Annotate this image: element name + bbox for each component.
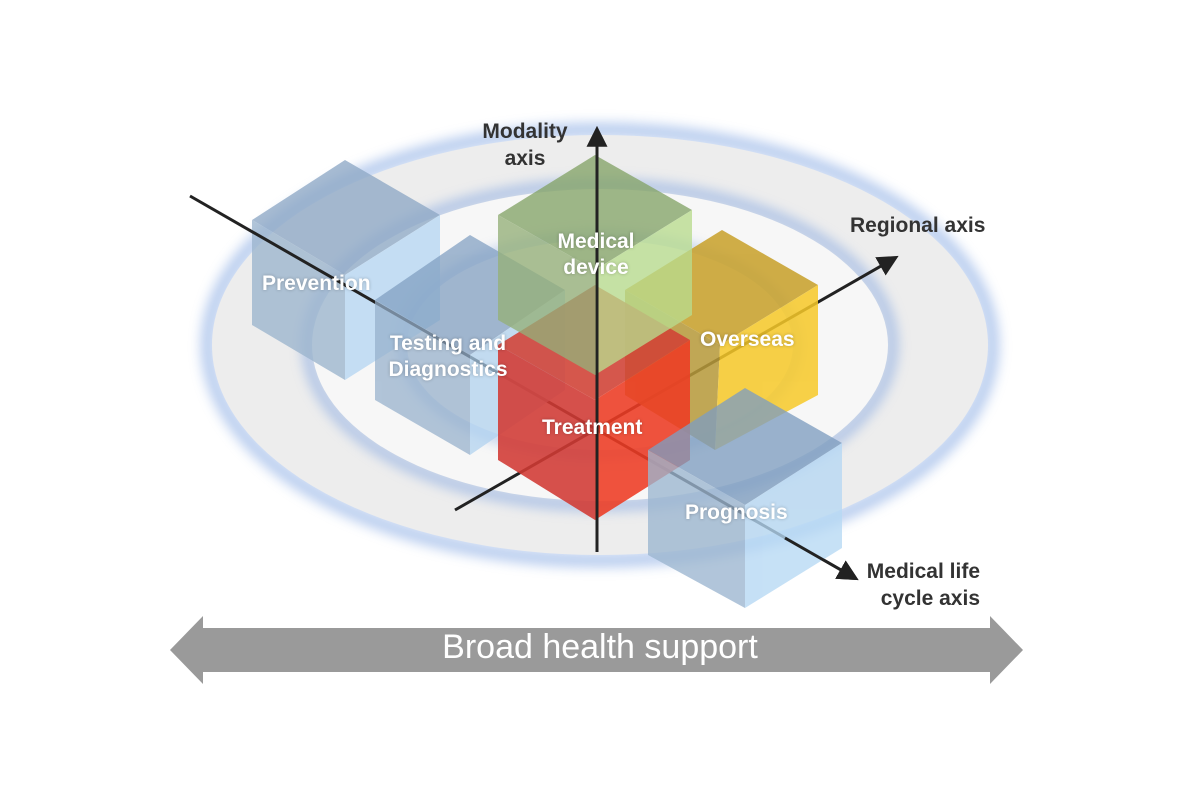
regional-axis-label: Regional axis xyxy=(850,214,986,237)
prevention-label: Prevention xyxy=(262,272,371,295)
broad-support-arrow xyxy=(170,616,1023,684)
life-cycle-axis-tip xyxy=(784,536,859,581)
prognosis-cube xyxy=(648,388,842,608)
treatment-label: Treatment xyxy=(542,416,643,439)
life-cycle-axis-label: Medical life cycle axis xyxy=(866,560,980,610)
medical-device-label: Medical device xyxy=(557,230,635,279)
testing-label: Testing and Diagnostics xyxy=(388,332,508,381)
broad-health-support-label: Broad health support xyxy=(442,628,758,666)
prognosis-label: Prognosis xyxy=(685,501,788,524)
modality-axis-label: Modality axis xyxy=(482,120,568,170)
overseas-label: Overseas xyxy=(700,328,795,351)
medical-device-cube xyxy=(498,155,692,375)
